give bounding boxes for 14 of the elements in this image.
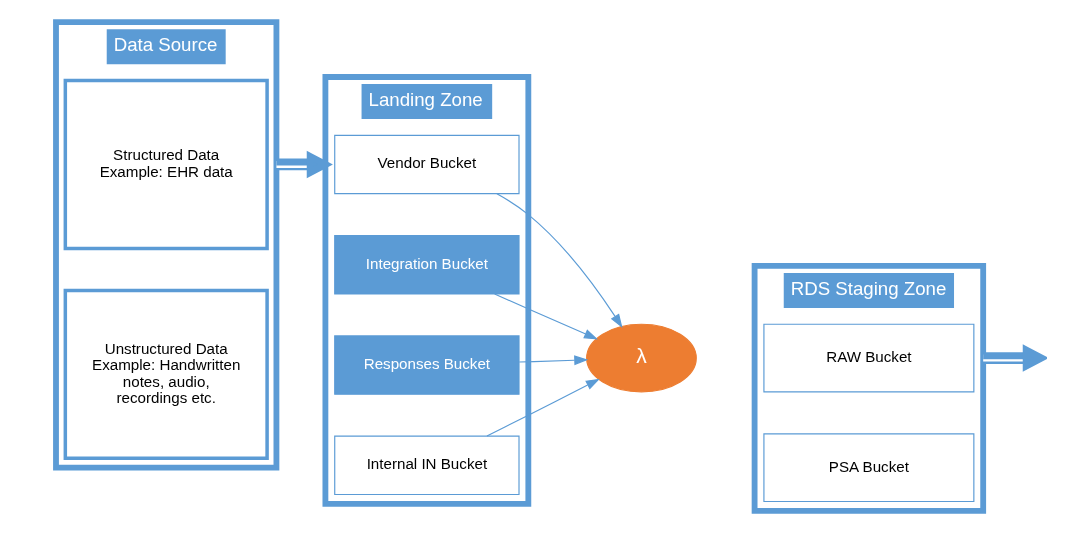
node-box: Responses Bucket [334, 335, 520, 395]
node-box: Structured Data Example: EHR data [63, 78, 269, 251]
node-box: PSA Bucket [763, 433, 975, 503]
arrow [983, 344, 1047, 372]
node-box: RAW Bucket [763, 323, 975, 393]
node-box: Vendor Bucket [334, 134, 520, 195]
node-box: Integration Bucket [334, 235, 520, 295]
node-box: Internal IN Bucket [334, 435, 520, 496]
arrow [276, 150, 333, 179]
arrow [494, 293, 599, 340]
node-box: Unstructured Data Example: Handwritten notes, audio, recordings etc. [63, 288, 269, 461]
arrow [496, 193, 623, 328]
arrow [486, 378, 600, 437]
arrow [518, 355, 589, 366]
